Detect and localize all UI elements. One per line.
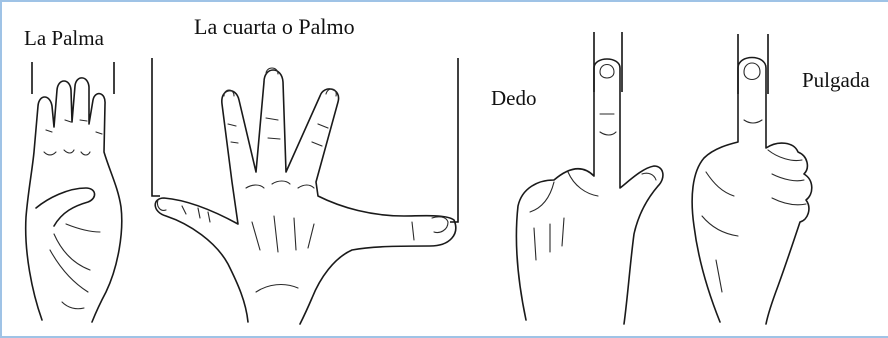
thumb-hand-drawing (692, 34, 812, 324)
span-guide-left (152, 58, 160, 196)
label-dedo: Dedo (491, 88, 537, 109)
palm-hand-drawing (26, 62, 122, 322)
label-la-cuarta-o-palmo: La cuarta o Palmo (194, 16, 355, 38)
span-hand-drawing (152, 58, 458, 324)
span-guide-right (450, 58, 458, 222)
label-la-palma: La Palma (24, 28, 104, 49)
label-pulgada: Pulgada (802, 70, 870, 91)
finger-hand-drawing (516, 32, 663, 324)
